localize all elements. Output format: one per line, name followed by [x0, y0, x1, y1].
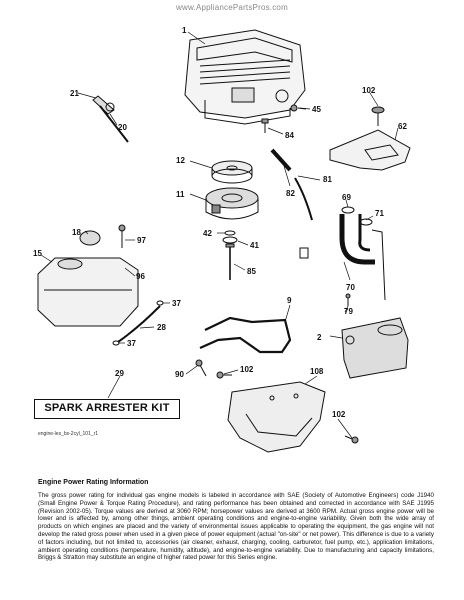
callout-29: 29: [115, 369, 124, 378]
bolt-part-79[interactable]: [345, 293, 351, 306]
bolt-part-85[interactable]: [225, 243, 235, 280]
callout-12: 12: [176, 156, 185, 165]
info-title: Engine Power Rating Information: [38, 479, 149, 486]
bolt-part-84[interactable]: [261, 118, 269, 133]
callout-15: 15: [33, 249, 42, 258]
callout-28: 28: [157, 323, 166, 332]
callout-41: 41: [250, 241, 259, 250]
callout-97: 97: [137, 236, 146, 245]
fuel-cap-part[interactable]: [79, 224, 126, 270]
callout-102-bottom: 102: [332, 410, 346, 419]
callout-9: 9: [287, 296, 292, 305]
muffler-bracket-part[interactable]: [199, 316, 292, 354]
callout-108: 108: [310, 367, 324, 376]
washer-part[interactable]: [222, 230, 238, 244]
callout-85: 85: [247, 267, 256, 276]
spark-arrester-kit-label[interactable]: SPARK ARRESTER KIT: [34, 399, 180, 419]
callout-84: 84: [285, 131, 294, 140]
bolt-part-45[interactable]: [290, 104, 307, 112]
callout-2: 2: [317, 333, 322, 342]
callout-79: 79: [344, 307, 353, 316]
callout-62: 62: [398, 122, 407, 131]
callout-37-upper: 37: [172, 299, 181, 308]
callout-1: 1: [182, 26, 187, 35]
callout-71: 71: [375, 209, 384, 218]
callout-69: 69: [342, 193, 351, 202]
callout-102-top: 102: [362, 86, 376, 95]
bolt-part-102-lower[interactable]: [216, 371, 359, 444]
exhaust-pipe-part[interactable]: [299, 206, 386, 301]
callout-96: 96: [136, 272, 145, 281]
muffler-part[interactable]: [341, 317, 409, 379]
info-body: The gross power rating for individual ga…: [38, 492, 434, 562]
fuel-tank-part[interactable]: [37, 257, 139, 327]
engine-part[interactable]: [184, 29, 306, 125]
callout-90: 90: [175, 370, 184, 379]
callout-42: 42: [203, 229, 212, 238]
callout-81: 81: [323, 175, 332, 184]
callout-45: 45: [312, 105, 321, 114]
clutch-part[interactable]: [205, 187, 259, 220]
callout-21: 21: [70, 89, 79, 98]
callout-70: 70: [346, 283, 355, 292]
callout-37-lower: 37: [127, 339, 136, 348]
heat-shield-part[interactable]: [329, 106, 411, 171]
drawing-reference: engine-les_bs-2cyl_101_r1: [38, 431, 99, 437]
fuel-filter-part[interactable]: [270, 148, 313, 221]
callout-20: 20: [118, 123, 127, 132]
callout-102-middle: 102: [240, 365, 254, 374]
bolt-part-90[interactable]: [195, 359, 207, 377]
callout-11: 11: [176, 190, 185, 199]
dipstick-part[interactable]: [92, 95, 129, 143]
callout-18: 18: [72, 228, 81, 237]
watermark: www.AppliancePartsPros.com: [176, 3, 288, 12]
callout-82: 82: [286, 189, 295, 198]
pulley-part[interactable]: [211, 160, 253, 184]
exhaust-guard-part[interactable]: [227, 381, 326, 453]
